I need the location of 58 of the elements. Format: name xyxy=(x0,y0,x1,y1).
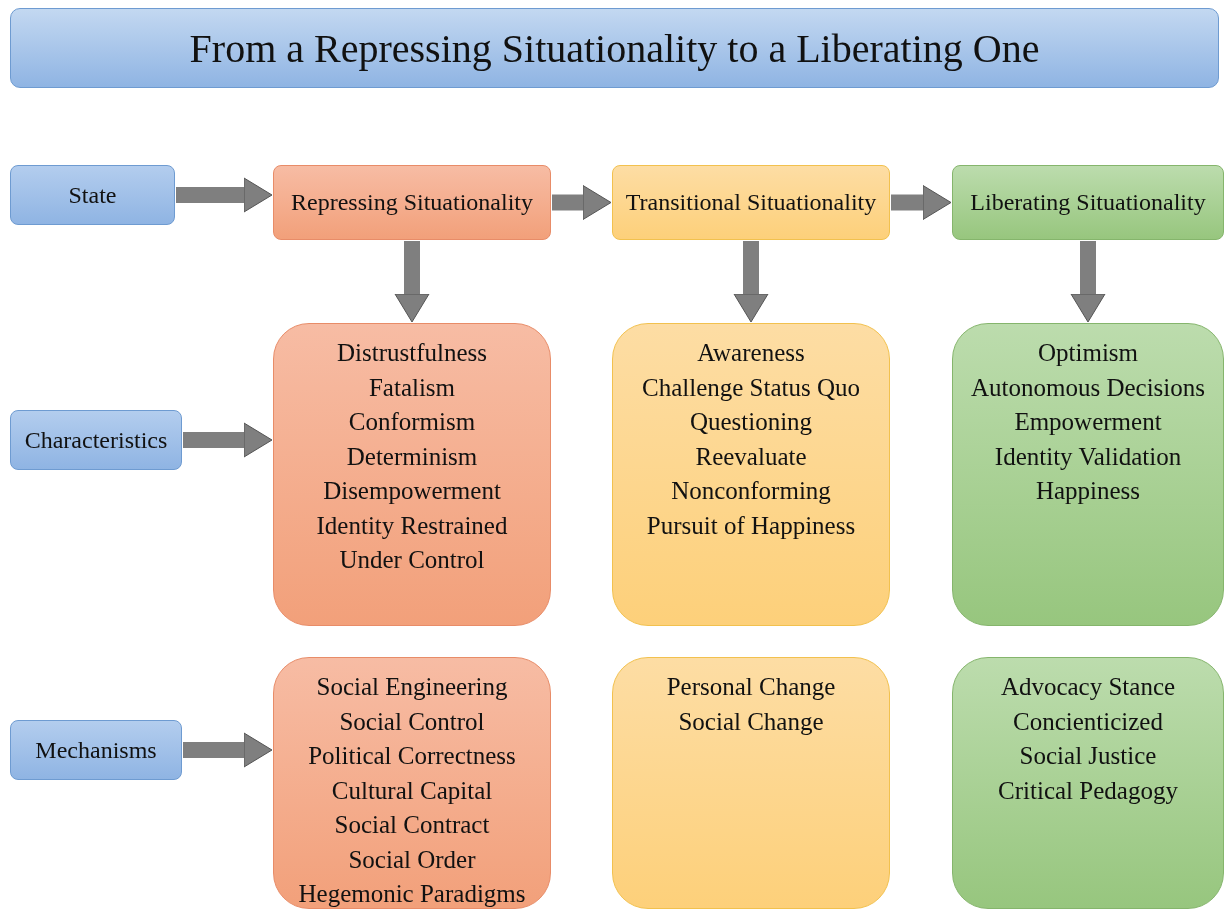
list-item: Social Control xyxy=(339,706,485,737)
list-box xyxy=(952,657,1224,909)
list-item: Determinism xyxy=(346,441,478,472)
list-item: Questioning xyxy=(689,407,813,437)
list-box xyxy=(273,323,551,626)
heading-label: State xyxy=(68,181,117,209)
list-box xyxy=(952,323,1224,626)
block-arrow xyxy=(552,185,612,220)
list-item: Social Order xyxy=(348,844,476,875)
list-item: Fatalism xyxy=(368,372,456,403)
list-item: Under Control xyxy=(339,545,485,575)
row-heading-box xyxy=(952,165,1224,240)
list-box xyxy=(273,657,551,909)
list-item: Autonomous Decisions xyxy=(971,372,1205,403)
heading-label: Repressing Situationality xyxy=(291,189,533,216)
list-item: Identity Validation xyxy=(994,441,1182,472)
block-arrow xyxy=(183,422,273,458)
heading-label: Characteristics xyxy=(24,426,168,454)
list-item: Distrustfulness xyxy=(337,338,487,368)
list-item: Social Change xyxy=(678,706,824,737)
block-arrow xyxy=(1070,241,1106,323)
list-item: Nonconforming xyxy=(671,476,831,506)
list-item: Advocacy Stance xyxy=(1000,672,1176,702)
list-box xyxy=(612,657,890,909)
block-arrow xyxy=(183,732,273,768)
list-item: Identity Restrained xyxy=(316,510,508,541)
list-item: Happiness xyxy=(1035,476,1141,506)
row-heading-box xyxy=(10,720,182,780)
row-heading-box xyxy=(10,165,175,225)
row-heading-box xyxy=(612,165,890,240)
list-item: Pursuit of Happiness xyxy=(646,510,856,541)
list-item: Political Correctness xyxy=(308,741,516,771)
list-item: Cultural Capital xyxy=(331,775,493,806)
heading-label: Mechanisms xyxy=(35,736,157,764)
list-item: Hegemonic Paradigms xyxy=(298,879,526,909)
block-arrow xyxy=(733,241,769,323)
list-item: Social Justice xyxy=(1019,741,1157,771)
heading-label: Transitional Situationality xyxy=(625,189,877,216)
list-item: Social Contract xyxy=(334,810,490,840)
list-item: Conformism xyxy=(348,407,476,437)
list-item: Reevaluate xyxy=(695,441,807,472)
list-item: Social Engineering xyxy=(316,672,508,702)
list-item: Optimism xyxy=(1038,338,1138,368)
row-heading-box xyxy=(10,410,182,470)
row-heading-box xyxy=(273,165,551,240)
list-item: Concienticized xyxy=(1013,706,1163,737)
list-item: Awareness xyxy=(697,338,805,368)
block-arrow xyxy=(394,241,430,323)
list-item: Personal Change xyxy=(666,672,836,702)
list-item: Challenge Status Quo xyxy=(642,372,860,403)
list-item: Critical Pedagogy xyxy=(998,775,1178,806)
heading-label: Liberating Situationality xyxy=(970,189,1206,216)
list-box xyxy=(612,323,890,626)
list-item: Empowerment xyxy=(1014,407,1162,437)
block-arrow xyxy=(176,177,273,213)
title-banner: From a Repressing Situationality to a Liberating One xyxy=(10,8,1219,88)
block-arrow xyxy=(891,185,952,220)
list-item: Disempowerment xyxy=(323,476,501,506)
